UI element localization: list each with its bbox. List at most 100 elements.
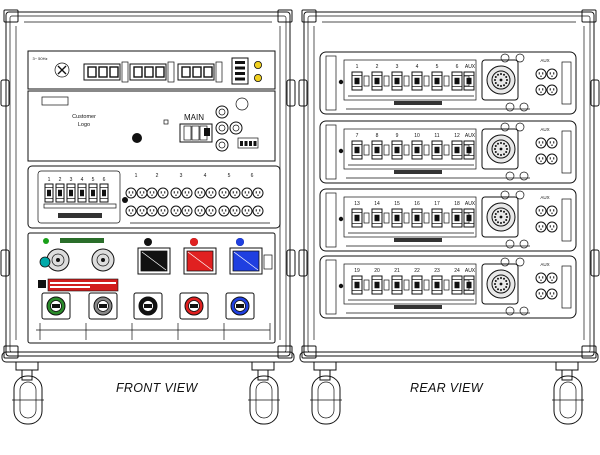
outlet-face <box>252 205 264 217</box>
outlet-face <box>157 205 169 217</box>
socapex-pin <box>503 73 505 76</box>
aux-label: AUX <box>465 133 476 139</box>
rear-breaker-bay <box>343 196 477 238</box>
outlet-ground <box>551 160 553 162</box>
channel-indicator <box>383 212 390 224</box>
outlet-slot <box>542 72 544 75</box>
outlet-ground <box>540 91 542 93</box>
outlet-slot <box>197 209 199 212</box>
main-breaker-label: MAIN <box>184 113 204 122</box>
front-corner-cap <box>277 9 293 23</box>
aux-breaker <box>463 208 475 228</box>
channel-breaker <box>371 275 383 295</box>
breaker-body <box>451 71 463 91</box>
outlet-slot <box>248 191 250 194</box>
socapex-pin <box>503 84 505 87</box>
socapex-pin <box>494 82 497 84</box>
outlet-ground <box>551 144 553 146</box>
breaker-body <box>463 208 475 228</box>
aux-outlet <box>546 288 558 300</box>
powercon-connector <box>88 292 118 320</box>
outlet-slot <box>139 191 141 194</box>
channel-indicator <box>443 144 450 156</box>
outlet-slot <box>542 225 544 228</box>
powercon-frame <box>88 292 118 320</box>
aux-outlet <box>535 272 547 284</box>
breaker-body <box>411 140 423 160</box>
aux-outlet <box>535 137 547 149</box>
channel-breaker <box>431 275 443 295</box>
duplex-outlet <box>218 187 230 199</box>
warning-symbol <box>38 280 46 288</box>
outlet-ground <box>551 279 553 281</box>
outlet-slot <box>201 209 203 212</box>
socapex-connector <box>481 59 519 101</box>
company-logo-icon <box>235 97 249 111</box>
breaker-body <box>391 140 403 160</box>
outlet-ground <box>540 75 542 77</box>
channel-number: 18 <box>454 201 460 207</box>
outlet-slot <box>139 209 141 212</box>
outlet-face <box>546 84 558 96</box>
lamp-ring <box>519 306 529 316</box>
indicator-bar <box>235 77 245 81</box>
rear-view-caption: REAR VIEW <box>410 381 483 395</box>
channel-breaker <box>431 71 443 91</box>
pilot-ring <box>215 138 229 152</box>
multipin-socket-inner <box>51 253 65 267</box>
breaker-body <box>371 140 383 160</box>
outlet-slot <box>553 72 555 75</box>
rear-case-outline <box>303 11 595 357</box>
channel-breaker <box>371 71 383 91</box>
outlet-ground <box>151 194 153 196</box>
outlet-slot <box>244 191 246 194</box>
outlet-ground <box>175 194 177 196</box>
outlet-slot <box>549 141 551 144</box>
breaker-toggle <box>354 281 360 289</box>
outlet-face <box>535 288 547 300</box>
outlet-slot <box>259 209 261 212</box>
meter-digit <box>109 66 119 78</box>
socapex-pin <box>505 145 508 147</box>
outlet-ground <box>540 295 542 297</box>
outlet-slot <box>553 276 555 279</box>
main-breaker-pole <box>191 125 200 141</box>
channel-indicator <box>403 75 410 87</box>
channel-breaker <box>391 275 403 295</box>
channel-breaker <box>451 208 463 228</box>
rear-breaker-bay <box>343 128 477 170</box>
breaker-body <box>351 140 363 160</box>
front-base <box>1 351 295 363</box>
main-breaker-pole <box>183 125 192 141</box>
channel-breaker <box>431 208 443 228</box>
outlet-face <box>229 205 241 217</box>
outlet-slot <box>188 209 190 212</box>
channel-number: 9 <box>396 133 399 139</box>
breaker-body <box>411 71 423 91</box>
meter-display <box>129 63 167 81</box>
breaker-toggle <box>466 214 472 222</box>
digital-meter <box>83 61 129 83</box>
aux-outlet <box>535 205 547 217</box>
breaker-toggle <box>454 281 460 289</box>
powercon-connector <box>179 292 209 320</box>
front-corner-cap <box>3 9 19 23</box>
aux-outlet <box>546 205 558 217</box>
channel-indicator <box>423 144 430 156</box>
outlet-face <box>146 205 158 217</box>
outlet-number: 5 <box>228 173 231 179</box>
breaker-body <box>88 183 98 203</box>
outlet-face <box>194 187 206 199</box>
phase-indicator-dot <box>144 238 152 246</box>
meter-panel-tag: 3~ 50Hz <box>32 56 47 61</box>
duplex-outlet <box>125 205 137 217</box>
breaker-body <box>99 183 109 203</box>
brand-logo-mark <box>394 101 442 105</box>
outlet-slot <box>221 209 223 212</box>
channel-number: 24 <box>454 268 460 274</box>
socapex-pin <box>500 154 502 156</box>
breaker-body <box>411 208 423 228</box>
